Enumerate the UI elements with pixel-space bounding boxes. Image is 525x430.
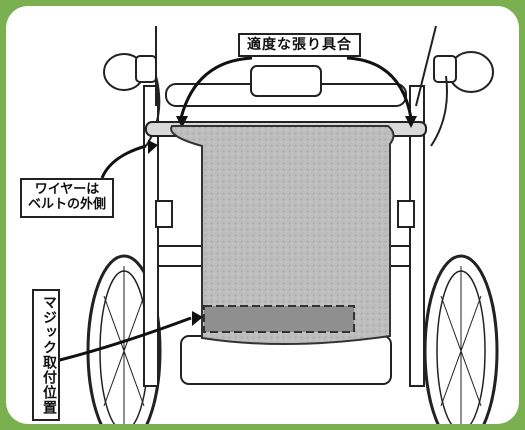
magic-label: マジック取付位置 [32, 289, 60, 421]
illustration-frame: 適度な張り具合 ワイヤーは ベルトの外側 マジック取付位置 [6, 6, 519, 424]
arrow-head-icon [148, 140, 158, 154]
wire-label-line1: ワイヤーは [34, 182, 100, 197]
wire-label: ワイヤーは ベルトの外側 [20, 178, 115, 218]
towel-bag [170, 125, 395, 346]
arrow-head-icon [405, 116, 417, 128]
tension-arrows [179, 56, 413, 119]
right-handle-icon [430, 51, 494, 147]
wire-arrow [100, 144, 147, 179]
magic-arrow [55, 316, 192, 363]
velcro-area [203, 305, 355, 333]
tension-label: 適度な張り具合 [238, 33, 361, 58]
arrow-head-icon [176, 116, 188, 128]
arrow-head-icon [192, 311, 203, 326]
wheelchair-illustration [55, 25, 499, 424]
wire-label-line2: ベルトの外側 [28, 196, 107, 212]
left-handle-icon [103, 53, 161, 147]
right-wheel [423, 254, 499, 424]
